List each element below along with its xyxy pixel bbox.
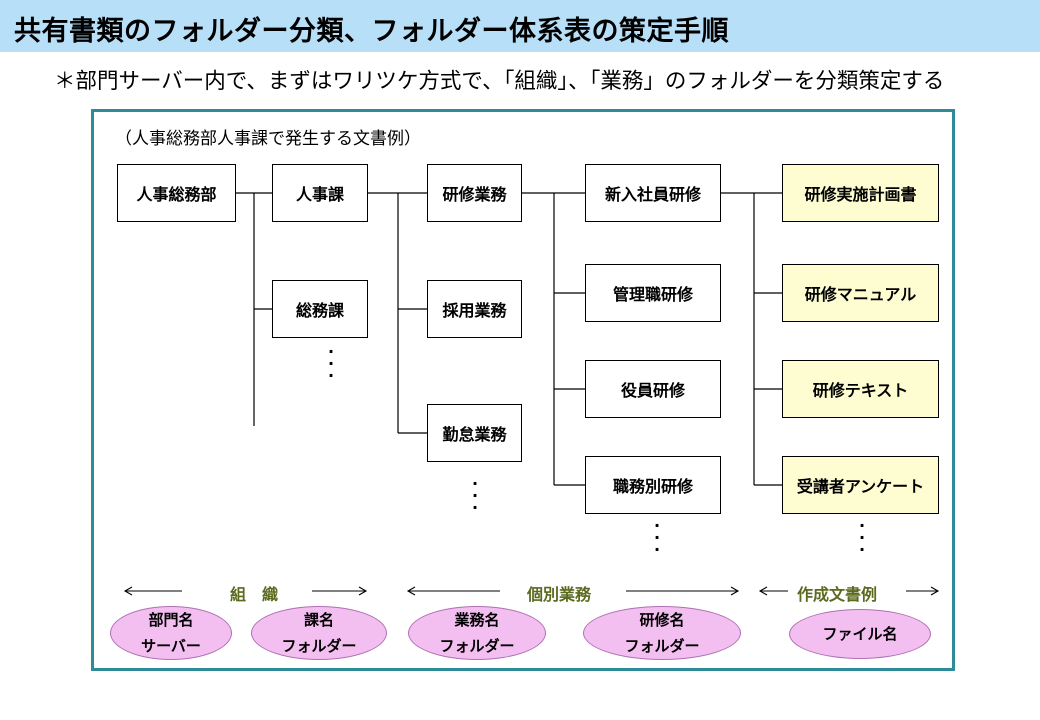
work-box-recruiting: 採用業務: [427, 280, 522, 338]
doc-box-manual: 研修マニュアル: [782, 264, 939, 322]
category-label-docs: 作成文書例: [797, 585, 878, 604]
doc-box-text: 研修テキスト: [782, 360, 939, 418]
doc-box-plan: 研修実施計画書: [782, 164, 939, 222]
oval-line1: 課名: [303, 611, 334, 629]
oval-line2: フォルダー: [439, 637, 515, 655]
diagram-caption: （人事総務部人事課で発生する文書例）: [115, 129, 421, 149]
oval-line1: ファイル名: [822, 625, 898, 643]
oval-section-folder: 課名 フォルダー: [251, 606, 387, 660]
continuation-dots: ···: [327, 342, 335, 385]
oval-line2: サーバー: [141, 637, 201, 655]
training-box-executive: 役員研修: [585, 360, 721, 418]
oval-line2: フォルダー: [281, 637, 357, 655]
continuation-dots: ···: [471, 474, 479, 517]
oval-server: 部門名 サーバー: [110, 606, 232, 660]
training-box-manager: 管理職研修: [585, 264, 721, 322]
oval-line2: フォルダー: [624, 637, 700, 655]
title-bar: [0, 0, 1040, 52]
oval-file-name: ファイル名: [789, 609, 931, 659]
page-title: 共有書類のフォルダー分類、フォルダー体系表の策定手順: [14, 16, 729, 47]
diagram-frame: [91, 109, 955, 671]
oval-training-folder: 研修名 フォルダー: [583, 606, 741, 660]
section-box-somu: 総務課: [272, 280, 368, 338]
oval-line1: 研修名: [639, 611, 685, 629]
category-label-org: 組 織: [230, 585, 279, 604]
category-label-work: 個別業務: [527, 585, 592, 604]
continuation-dots: ···: [653, 516, 661, 559]
training-box-newhire: 新入社員研修: [585, 164, 721, 222]
doc-box-survey: 受講者アンケート: [782, 456, 939, 514]
oval-work-folder: 業務名 フォルダー: [408, 606, 546, 660]
oval-line1: 業務名: [454, 611, 500, 629]
training-box-jobtype: 職務別研修: [585, 456, 721, 514]
work-box-attendance: 勤怠業務: [427, 404, 522, 462]
continuation-dots: ···: [858, 516, 866, 559]
page-subtitle: ＊部門サーバー内で、まずはワリツケ方式で、「組織」、「業務」のフォルダーを分類策…: [54, 69, 945, 94]
department-box: 人事総務部: [117, 164, 236, 222]
work-box-training: 研修業務: [427, 164, 522, 222]
section-box-jinji: 人事課: [272, 164, 368, 222]
oval-line1: 部門名: [148, 611, 194, 629]
